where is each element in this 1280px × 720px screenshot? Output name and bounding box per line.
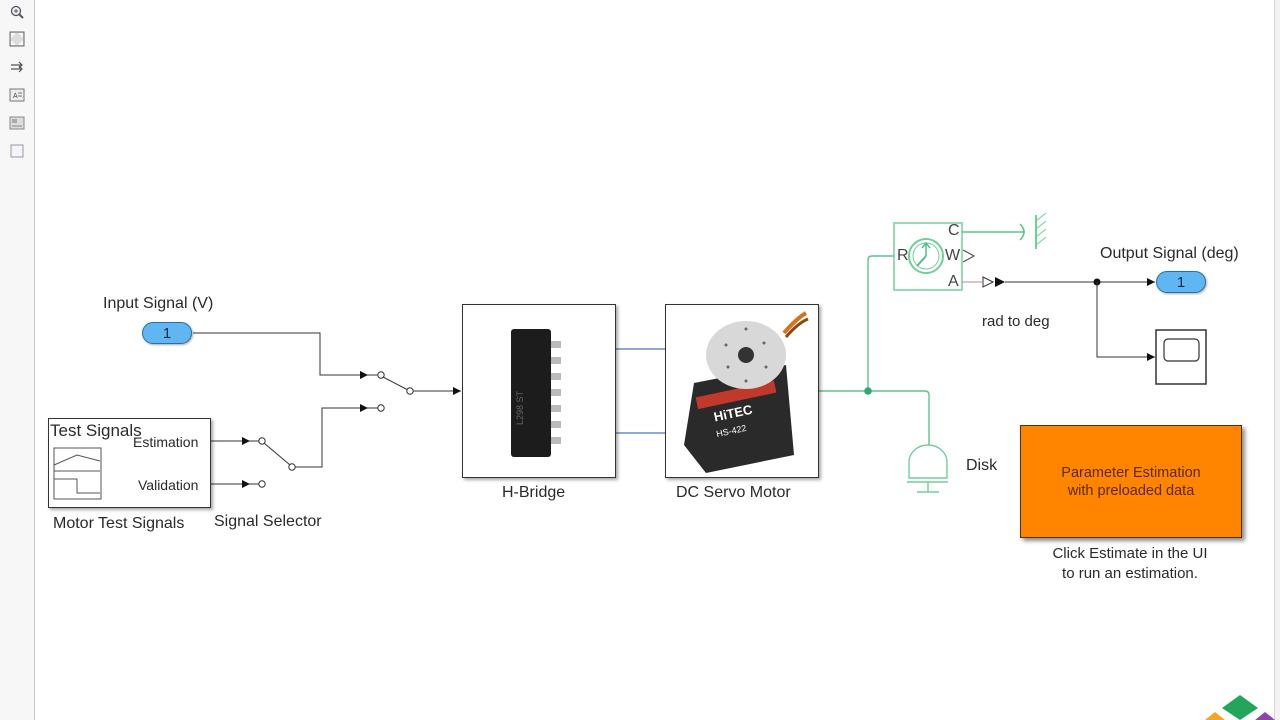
gain-rad-to-deg[interactable] [962, 276, 1005, 288]
signal-route-icon[interactable] [9, 59, 25, 75]
estimation-port-label: Estimation [133, 434, 199, 450]
test-signals-block[interactable] [48, 418, 211, 508]
pe-line1: Parameter Estimation [1061, 464, 1201, 481]
output-signal-label: Output Signal (deg) [1100, 245, 1239, 262]
input-signal-label: Input Signal (V) [103, 295, 214, 312]
svg-text:L298 ST: L298 ST [515, 390, 525, 425]
motor-test-signals-caption: Motor Test Signals [53, 515, 185, 532]
mechanical-connection[interactable] [819, 231, 1025, 445]
scope-block[interactable] [1155, 329, 1207, 385]
output-port-1[interactable]: 1 [1156, 271, 1206, 293]
signal-line-input[interactable] [193, 332, 368, 379]
servo-motor-icon: HiTEC HS-422 [684, 311, 809, 473]
signal-builder-icon [53, 447, 102, 500]
h-bridge-caption: H-Bridge [502, 484, 566, 501]
zoom-icon[interactable] [9, 4, 25, 20]
area-icon[interactable] [9, 143, 25, 159]
note-line1: Click Estimate in the UI [1052, 545, 1208, 562]
svg-text:A: A [13, 93, 18, 100]
port-a-label: A [948, 273, 959, 290]
disk-caption: Disk [966, 457, 998, 474]
signal-line-output[interactable] [1005, 278, 1155, 361]
dc-servo-motor-block[interactable]: HiTEC HS-422 [665, 304, 819, 478]
validation-port-label: Validation [138, 477, 199, 493]
input-port-1[interactable]: 1 [142, 322, 192, 344]
note-line2: to run an estimation. [1062, 565, 1198, 582]
pe-line2: with preloaded data [1067, 482, 1195, 499]
disk-inertia-block[interactable] [907, 444, 948, 493]
dc-servo-motor-caption: DC Servo Motor [676, 484, 791, 501]
canvas-toolbar: A [0, 0, 35, 720]
scrollbar-edge[interactable] [1274, 0, 1280, 720]
fit-to-view-icon[interactable] [9, 31, 25, 47]
signal-selector-switch[interactable] [250, 404, 368, 488]
input-source-switch[interactable] [368, 371, 461, 412]
rad-to-deg-caption: rad to deg [982, 313, 1050, 330]
estimation-note: Click Estimate in the UI to run an estim… [1030, 544, 1230, 584]
image-annotation-icon[interactable] [9, 115, 25, 131]
parameter-estimation-button[interactable]: Parameter Estimation with preloaded data [1020, 425, 1242, 538]
annotation-icon[interactable]: A [9, 87, 25, 103]
port-c-label: C [948, 222, 960, 239]
electrical-connection[interactable] [616, 348, 665, 434]
test-signals-title: Test Signals [50, 421, 142, 440]
port-r-label: R [897, 247, 909, 264]
h-bridge-block[interactable]: L298 ST [462, 304, 616, 478]
motion-sensor-block[interactable] [893, 222, 976, 291]
port-w-label: W [945, 247, 961, 264]
mechanical-reference-icon[interactable] [1019, 212, 1047, 249]
signal-selector-caption: Signal Selector [214, 513, 322, 530]
ic-chip-icon: L298 ST [511, 329, 561, 457]
brand-logo [1205, 695, 1275, 720]
